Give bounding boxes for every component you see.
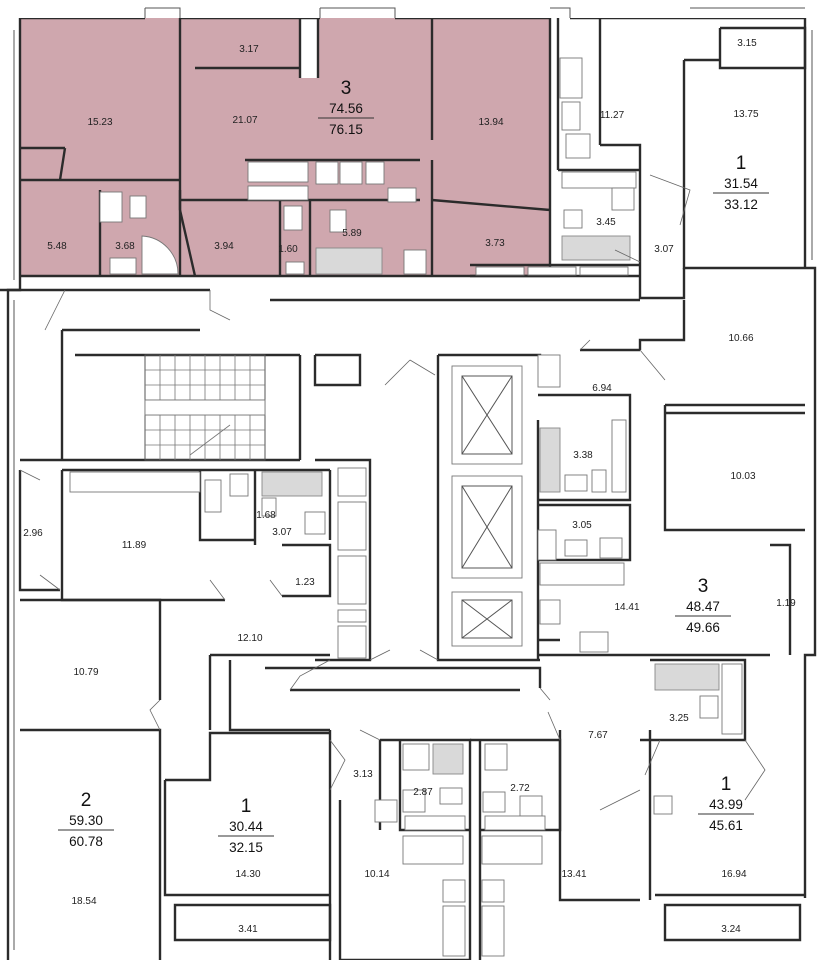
room-area-label: 12.10 — [237, 633, 262, 644]
highlighted-apartment — [20, 18, 550, 276]
room-area-label: 21.07 — [232, 115, 257, 126]
room-area-label: 16.94 — [721, 869, 746, 880]
room-area-label: 13.41 — [561, 869, 586, 880]
room-area-label: 3.38 — [573, 450, 593, 461]
apartment-living-area: 30.44 — [229, 819, 263, 834]
room-area-label: 11.27 — [600, 110, 625, 121]
apartment-living-area: 43.99 — [709, 797, 743, 812]
room-area-label: 10.79 — [73, 667, 98, 678]
room-area-label: 6.94 — [592, 383, 612, 394]
room-area-label: 3.07 — [272, 527, 292, 538]
apartment-living-area: 48.47 — [686, 599, 720, 614]
room-area-label: 14.30 — [235, 869, 260, 880]
apartment-room-count: 3 — [341, 78, 352, 99]
room-area-label: 1.23 — [295, 577, 315, 588]
room-area-label: 3.45 — [596, 217, 616, 228]
room-area-label: 13.75 — [733, 109, 758, 120]
apartment-total-area: 45.61 — [709, 818, 743, 833]
room-area-label: 3.07 — [654, 244, 674, 255]
apartment-room-count: 3 — [698, 576, 709, 597]
room-area-label: 10.14 — [364, 869, 389, 880]
room-area-label: 3.94 — [214, 241, 234, 252]
apartment-living-area: 59.30 — [69, 813, 103, 828]
room-area-label: 3.25 — [669, 713, 689, 724]
room-area-label: 5.89 — [342, 228, 362, 239]
top-interior-walls — [20, 18, 640, 278]
apartment-total-area: 32.15 — [229, 840, 263, 855]
room-area-label: 1.19 — [776, 598, 796, 609]
room-area-label: 18.54 — [71, 896, 96, 907]
room-area-label: 2.87 — [413, 787, 433, 798]
room-area-label: 1.60 — [278, 244, 298, 255]
apartment-living-area: 31.54 — [724, 176, 758, 191]
door-swings — [19, 174, 766, 811]
room-area-label: 1.68 — [256, 510, 276, 521]
room-area-label: 3.68 — [115, 241, 135, 252]
apartment-room-count: 2 — [81, 790, 92, 811]
bottom-walls — [20, 598, 805, 960]
left-middle-walls — [18, 468, 332, 602]
room-area-label: 3.13 — [353, 769, 373, 780]
room-area-label: 3.15 — [737, 38, 757, 49]
right-top-walls — [556, 18, 807, 300]
apartment-total-area: 76.15 — [329, 122, 363, 137]
staircase — [144, 355, 266, 460]
apartment-total-area: 60.78 — [69, 834, 103, 849]
room-area-label: 14.41 — [614, 602, 639, 613]
room-area-label: 2.96 — [23, 528, 43, 539]
apartment-total-area: 33.12 — [724, 197, 758, 212]
room-area-label: 3.17 — [239, 44, 259, 55]
room-area-label: 3.41 — [238, 924, 258, 935]
apartment-living-area: 74.56 — [329, 101, 363, 116]
room-area-label: 11.89 — [122, 540, 147, 551]
room-area-label: 13.94 — [478, 117, 503, 128]
apartment-room-count: 1 — [721, 774, 732, 795]
room-area-label: 3.24 — [721, 924, 741, 935]
room-area-label: 2.72 — [510, 783, 530, 794]
top-fixtures — [99, 57, 637, 275]
apartment-room-count: 1 — [241, 796, 252, 817]
apartment-total-area: 49.66 — [686, 620, 720, 635]
room-area-label: 5.48 — [47, 241, 67, 252]
room-area-label: 3.05 — [572, 520, 592, 531]
room-area-label: 3.73 — [485, 238, 505, 249]
room-area-label: 10.66 — [728, 333, 753, 344]
room-area-label: 15.23 — [87, 117, 112, 128]
corridor-and-core — [20, 288, 640, 662]
room-area-label: 10.03 — [730, 471, 755, 482]
apartment-room-count: 1 — [736, 153, 747, 174]
right-middle-walls — [536, 300, 805, 660]
room-area-label: 7.67 — [588, 730, 608, 741]
